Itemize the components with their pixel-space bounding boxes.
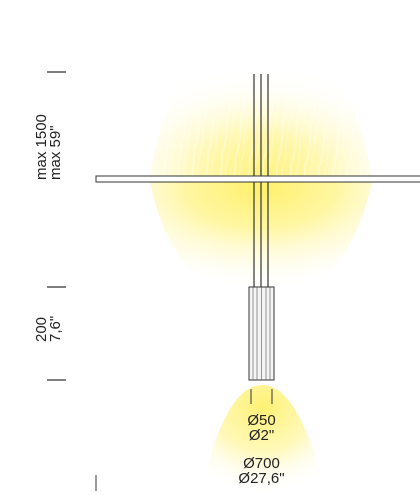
lamp-body — [248, 286, 275, 381]
body-height-label: 200 7,6" — [33, 316, 64, 342]
height-max-in-text: max 59" — [47, 125, 64, 180]
height-dimension-ticks — [47, 71, 66, 381]
body-height-mm-text: 200 — [33, 317, 50, 342]
body-diameter-ticks — [250, 389, 273, 404]
body-diameter-mm-text: Ø50 — [247, 412, 275, 429]
body-diameter-in-text: Ø2" — [249, 427, 274, 444]
lamp-disc — [95, 175, 420, 183]
height-max-mm-text: max 1500 — [33, 114, 50, 180]
bottom-light-glow — [200, 385, 325, 495]
disc-diameter-in-text: Ø27,6" — [238, 470, 284, 487]
body-height-in-text: 7,6" — [47, 316, 64, 342]
height-max-label: max 1500 max 59" — [33, 114, 64, 180]
disc-diameter-mm-text: Ø700 — [243, 455, 280, 472]
